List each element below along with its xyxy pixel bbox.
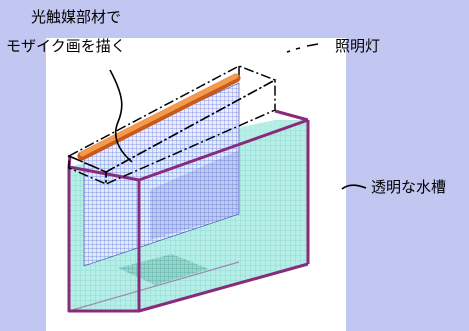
mosaic-label-line1: 光触媒部材で	[31, 8, 122, 26]
tank-frame	[67, 109, 310, 313]
leader-lines	[109, 43, 367, 190]
leader-tank	[341, 184, 367, 190]
leader-mosaic	[109, 69, 133, 163]
tank-label: 透明な水槽	[371, 178, 447, 196]
mosaic-label-line2: モザイク画を描く	[6, 37, 126, 55]
mosaic-mesh-panel	[83, 82, 240, 267]
lamp-tube	[77, 73, 241, 161]
floor-mosaic	[118, 254, 209, 285]
lighting-label: 照明灯	[335, 37, 381, 55]
leader-lighting	[286, 43, 319, 53]
